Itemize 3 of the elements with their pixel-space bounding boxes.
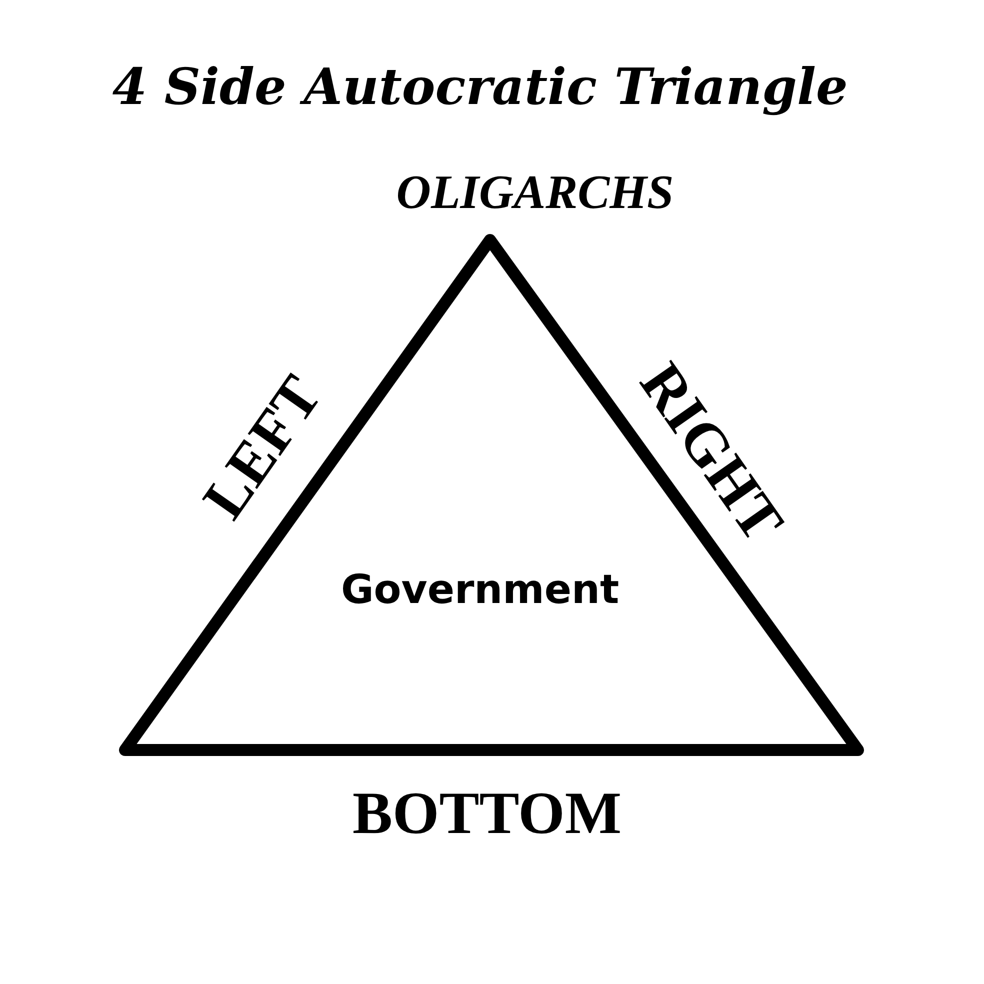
node-label: Government [340, 570, 620, 610]
side-label: BOTTOM [352, 783, 622, 843]
side-label: OLIGARCHS [396, 169, 674, 217]
